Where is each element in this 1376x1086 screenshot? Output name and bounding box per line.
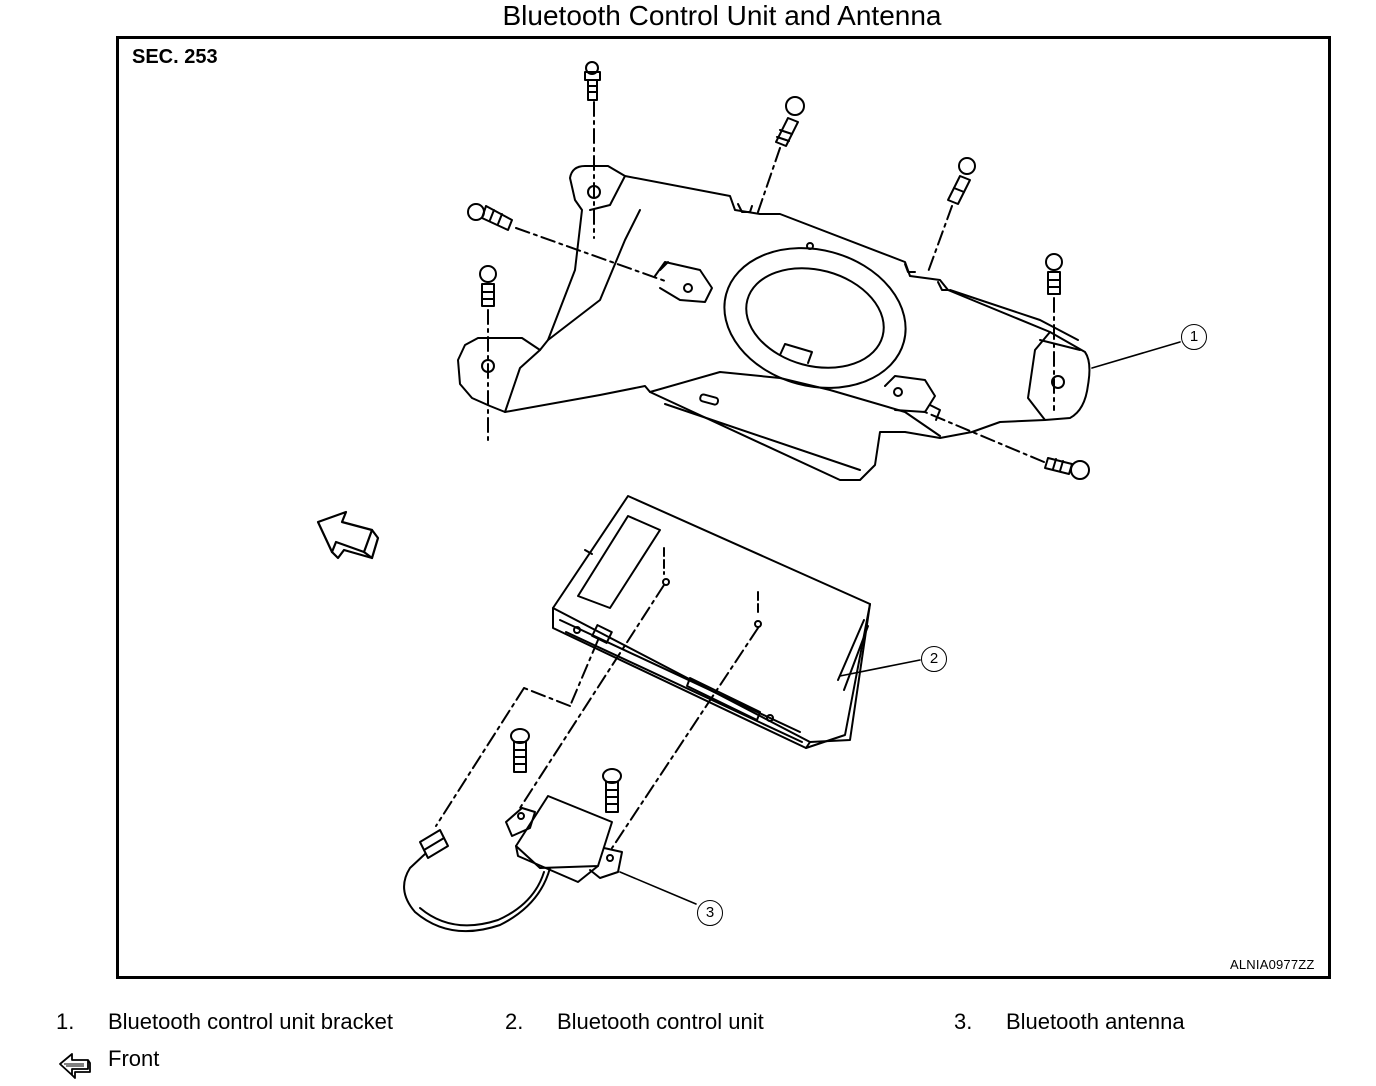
callout-1: 1 <box>1181 324 1207 350</box>
callout-3: 3 <box>697 900 723 926</box>
legend-number-3: 3. <box>954 1009 973 1034</box>
antenna-screws <box>510 728 622 813</box>
legend-label-2: Bluetooth control unit <box>557 1009 764 1034</box>
page-title: Bluetooth Control Unit and Antenna <box>502 0 942 31</box>
bluetooth-control-unit-bracket <box>457 165 1091 481</box>
section-label: SEC. 253 <box>132 46 218 68</box>
front-direction-arrow <box>316 510 380 560</box>
bluetooth-control-unit <box>552 495 871 749</box>
legend-number-1: 1. <box>56 1009 75 1034</box>
bracket-screws <box>467 61 1090 480</box>
leader-lines <box>619 341 1181 905</box>
legend-label-3: Bluetooth antenna <box>1006 1009 1185 1034</box>
bluetooth-antenna <box>403 795 623 933</box>
legend-label-1: Bluetooth control unit bracket <box>108 1009 393 1034</box>
diagram-frame <box>116 36 1331 979</box>
legend-number-2: 2. <box>505 1009 524 1034</box>
callout-2: 2 <box>921 646 947 672</box>
front-label: Front <box>108 1046 160 1071</box>
figure-code: ALNIA0977ZZ <box>1230 957 1315 972</box>
antenna-assembly-lines <box>435 584 759 849</box>
front-arrow-icon <box>58 1052 92 1085</box>
